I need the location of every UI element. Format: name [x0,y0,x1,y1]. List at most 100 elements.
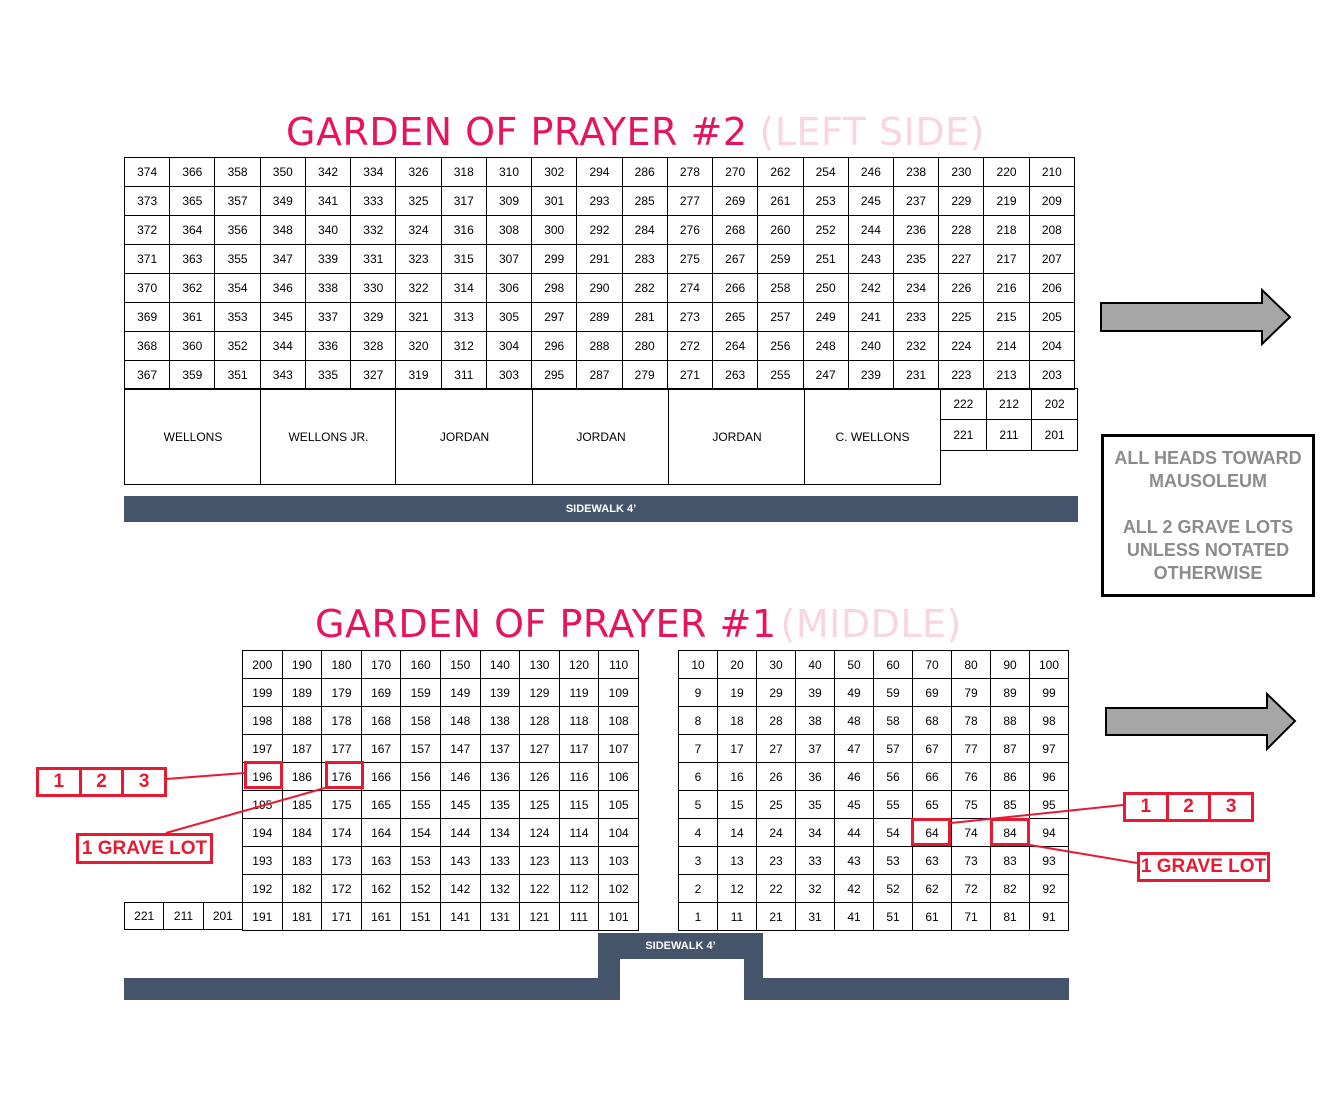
plot-cell[interactable]: 84 [990,818,1030,847]
plot-cell[interactable]: 359 [169,360,216,390]
plot-cell[interactable]: 103 [598,846,639,875]
plot-cell[interactable]: 218 [983,215,1030,245]
plot-cell[interactable]: 370 [123,273,171,303]
plot-cell[interactable]: 6 [678,762,718,791]
plot-cell[interactable]: 97 [1029,734,1069,763]
plot-cell[interactable]: 353 [214,302,261,332]
plot-cell[interactable]: 105 [598,790,639,819]
plot-cell[interactable]: 112 [558,874,600,903]
plot-cell[interactable]: 209 [1028,186,1076,216]
plot-cell[interactable]: 34 [795,818,835,847]
plot-cell[interactable]: 202 [1031,388,1078,420]
plot-cell[interactable]: 326 [395,157,442,187]
plot-cell[interactable]: 205 [1028,302,1076,332]
plot-cell[interactable]: 27 [756,734,796,763]
plot-cell[interactable]: 177 [321,734,362,763]
plot-cell[interactable]: 191 [242,902,283,931]
plot-cell[interactable]: 187 [281,734,323,763]
plot-cell[interactable]: 199 [242,678,283,707]
plot-cell[interactable]: 305 [485,302,533,332]
plot-cell[interactable]: 263 [712,360,759,390]
plot-cell[interactable]: 114 [558,818,600,847]
plot-cell[interactable]: 239 [847,360,894,390]
plot-cell[interactable]: 68 [912,706,952,735]
plot-cell[interactable]: 126 [519,762,560,791]
plot-cell[interactable]: 94 [1029,818,1069,847]
plot-cell[interactable]: 240 [847,331,894,361]
plot-cell[interactable]: 81 [990,902,1030,931]
plot-cell[interactable]: 225 [938,302,985,332]
plot-cell[interactable]: 357 [214,186,261,216]
plot-cell[interactable]: 61 [912,902,952,931]
plot-cell[interactable]: 274 [666,273,714,303]
plot-cell[interactable]: 157 [400,734,441,763]
plot-cell[interactable]: 154 [400,818,441,847]
plot-cell[interactable]: 271 [666,360,714,390]
plot-cell[interactable]: 45 [834,790,874,819]
plot-cell[interactable]: 102 [598,874,639,903]
plot-cell[interactable]: 253 [802,186,849,216]
plot-cell[interactable]: 296 [531,331,578,361]
plot-cell[interactable]: 349 [259,186,306,216]
plot-cell[interactable]: 194 [242,818,283,847]
plot-cell[interactable]: 116 [558,762,600,791]
plot-cell[interactable]: 19 [717,678,757,707]
family-plot-block[interactable]: JORDAN [395,388,533,485]
plot-cell[interactable]: 92 [1029,874,1069,903]
plot-cell[interactable]: 373 [123,186,171,216]
plot-cell[interactable]: 336 [304,331,352,361]
plot-cell[interactable]: 334 [350,157,397,187]
plot-cell[interactable]: 90 [990,650,1030,679]
plot-cell[interactable]: 294 [576,157,623,187]
plot-cell[interactable]: 361 [169,302,216,332]
plot-cell[interactable]: 106 [598,762,639,791]
plot-cell[interactable]: 208 [1028,215,1076,245]
plot-cell[interactable]: 206 [1028,273,1076,303]
plot-cell[interactable]: 365 [169,186,216,216]
plot-cell[interactable]: 295 [531,360,578,390]
plot-cell[interactable]: 156 [400,762,441,791]
plot-cell[interactable]: 186 [281,762,323,791]
plot-cell[interactable]: 281 [621,302,668,332]
plot-cell[interactable]: 50 [834,650,874,679]
plot-cell[interactable]: 275 [666,244,714,274]
plot-cell[interactable]: 266 [712,273,759,303]
plot-cell[interactable]: 222 [940,388,987,420]
plot-cell[interactable]: 261 [757,186,804,216]
plot-cell[interactable]: 13 [717,846,757,875]
plot-cell[interactable]: 277 [666,186,714,216]
plot-cell[interactable]: 318 [440,157,487,187]
plot-cell[interactable]: 325 [395,186,442,216]
plot-cell[interactable]: 203 [1028,360,1076,390]
plot-cell[interactable]: 32 [795,874,835,903]
plot-cell[interactable]: 31 [795,902,835,931]
plot-cell[interactable]: 5 [678,790,718,819]
plot-cell[interactable]: 11 [717,902,757,931]
plot-cell[interactable]: 250 [802,273,849,303]
plot-cell[interactable]: 288 [576,331,623,361]
plot-cell[interactable]: 133 [479,846,521,875]
plot-cell[interactable]: 238 [892,157,940,187]
plot-cell[interactable]: 100 [1029,650,1069,679]
plot-cell[interactable]: 273 [666,302,714,332]
plot-cell[interactable]: 115 [558,790,600,819]
plot-cell[interactable]: 141 [439,902,481,931]
family-plot-block[interactable]: JORDAN [668,388,805,485]
plot-cell[interactable]: 74 [951,818,991,847]
plot-cell[interactable]: 155 [400,790,441,819]
plot-cell[interactable]: 211 [163,902,204,930]
plot-cell[interactable]: 43 [834,846,874,875]
plot-cell[interactable]: 164 [360,818,402,847]
plot-cell[interactable]: 335 [304,360,352,390]
plot-cell[interactable]: 257 [757,302,804,332]
plot-cell[interactable]: 24 [756,818,796,847]
plot-cell[interactable]: 14 [717,818,757,847]
plot-cell[interactable]: 232 [892,331,940,361]
plot-cell[interactable]: 23 [756,846,796,875]
plot-cell[interactable]: 242 [847,273,894,303]
plot-cell[interactable]: 189 [281,678,323,707]
plot-cell[interactable]: 245 [847,186,894,216]
plot-cell[interactable]: 267 [712,244,759,274]
plot-cell[interactable]: 320 [395,331,442,361]
plot-cell[interactable]: 51 [873,902,913,931]
